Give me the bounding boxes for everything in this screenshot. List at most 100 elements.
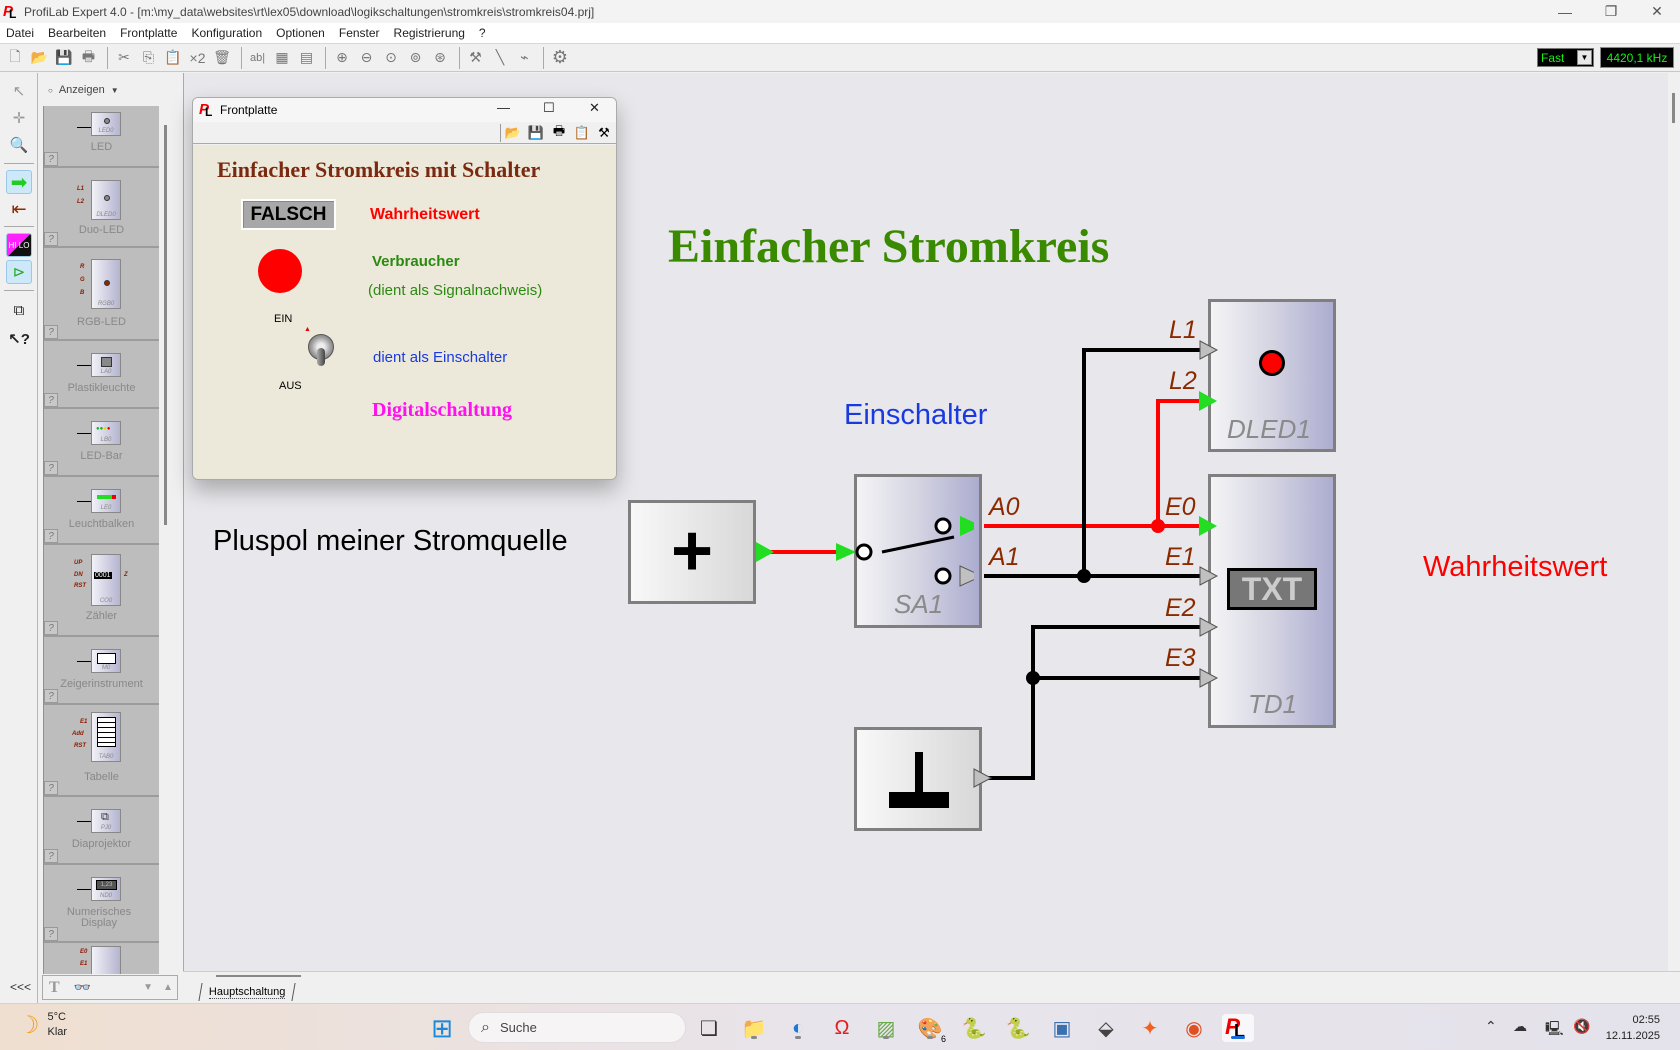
help-pointer-icon[interactable]: ↖?	[8, 331, 30, 348]
tools-icon[interactable]: ⚒	[469, 49, 482, 65]
printer-app-icon[interactable]: ⬙	[1098, 1017, 1114, 1040]
tools-icon[interactable]: ⚒	[598, 125, 610, 140]
close-button[interactable]: ✕	[1651, 3, 1663, 19]
network-tool-icon[interactable]: Ω	[834, 1016, 850, 1039]
connector-icon[interactable]: ⌁	[520, 49, 529, 65]
zoom-in-icon[interactable]: ⊕	[336, 49, 348, 65]
help-button[interactable]: ?	[44, 529, 58, 543]
python-file-2-icon[interactable]: 🐍	[1005, 1017, 1031, 1040]
start-icon[interactable]: ⊞	[431, 1012, 453, 1043]
menu-bearbeiten[interactable]: Bearbeiten	[48, 26, 107, 40]
grid-icon[interactable]: ▦	[275, 49, 289, 65]
library-item-plastikleuchte[interactable]: LA0 Plastikleuchte ?	[44, 341, 159, 409]
zoom-out-icon[interactable]: ⊖	[360, 49, 373, 65]
help-button[interactable]: ?	[44, 461, 58, 475]
menu-registrierung[interactable]: Registrierung	[393, 26, 465, 40]
library-filter[interactable]: ○ Anzeigen ▼	[42, 78, 178, 102]
clipboard-icon[interactable]: 📋	[573, 125, 591, 140]
scroll-thumb[interactable]	[1672, 93, 1675, 123]
arrow-up-icon[interactable]: ▲	[163, 982, 173, 993]
help-button[interactable]: ?	[44, 849, 58, 863]
plus-source-block[interactable]: +	[628, 500, 756, 604]
library-scrollbar[interactable]	[164, 125, 167, 525]
pointer-icon[interactable]: ↖	[12, 83, 26, 100]
library-item-led[interactable]: LED0 LED ?	[44, 106, 159, 168]
list-icon[interactable]: ▤	[299, 49, 314, 65]
probe-icon[interactable]: ╲	[495, 49, 505, 65]
library-item-diaprojektor[interactable]: ⧉PJ0 Diaprojektor ?	[44, 797, 159, 865]
swap-windows-icon[interactable]: ⧉	[13, 301, 25, 319]
close-button[interactable]: ✕	[589, 100, 600, 115]
hi-lo-icon[interactable]: HI LO	[6, 233, 32, 257]
image-app-icon[interactable]: ▨	[876, 1017, 896, 1040]
switch-block-sa1[interactable]: SA1	[854, 474, 982, 628]
schematic-canvas[interactable]: Einfacher Stromkreis Pluspol meiner Stro…	[183, 73, 1668, 971]
input-arrow-icon[interactable]: ➡	[6, 170, 32, 194]
horizontal-scrollbar[interactable]	[183, 971, 1680, 1003]
text-label-icon[interactable]: ab|	[249, 51, 266, 64]
file-explorer-icon[interactable]: 📁	[741, 1017, 767, 1040]
print-icon[interactable]: 🖶	[81, 47, 96, 64]
chevron-down-icon[interactable]: ▼	[1577, 50, 1592, 65]
delete-icon[interactable]: 🗑	[213, 49, 231, 65]
menu-optionen[interactable]: Optionen	[276, 26, 325, 40]
network-icon[interactable]: 🖳	[1545, 1020, 1564, 1036]
crosshair-icon[interactable]: ✛	[12, 110, 26, 127]
maximize-button[interactable]: ☐	[543, 100, 555, 115]
text-tool-icon[interactable]: T	[49, 978, 60, 996]
menu-datei[interactable]: Datei	[6, 26, 35, 40]
scroll-thumb[interactable]	[216, 975, 301, 977]
task-view-icon[interactable]: ❏	[700, 1017, 718, 1040]
sheet-tab-hauptschaltung[interactable]: Hauptschaltung	[198, 983, 297, 1001]
speed-select[interactable]: Fast ▼	[1537, 48, 1594, 67]
zoom-area-icon[interactable]: ⊚	[409, 49, 422, 65]
help-button[interactable]: ?	[44, 152, 58, 166]
clock[interactable]: 02:55 12.11.2025	[1606, 1012, 1660, 1044]
library-item-duo-led[interactable]: L1 L2 DLED0 Duo-LED ?	[44, 168, 159, 248]
cut-icon[interactable]: ✂	[118, 49, 130, 65]
menu-frontplatte[interactable]: Frontplatte	[120, 26, 178, 40]
text-display-block-td1[interactable]: TXT TD1	[1208, 474, 1336, 728]
help-button[interactable]: ?	[44, 325, 58, 339]
chevron-down-icon[interactable]: ▼	[110, 85, 119, 95]
show-hidden-icons[interactable]: ⌃	[1485, 1018, 1497, 1034]
library-item-tabelle[interactable]: E1 Add RST TAB0 Tabelle ?	[44, 705, 159, 797]
save-icon[interactable]: 💾	[527, 125, 545, 140]
open-folder-icon[interactable]: 📂	[504, 125, 522, 140]
python-ide-icon[interactable]: ▣	[1052, 1017, 1072, 1040]
edge-icon[interactable]: ◐	[791, 1016, 805, 1039]
open-folder-icon[interactable]: 📂	[30, 49, 49, 65]
library-item-leuchtbalken[interactable]: LE0 Leuchtbalken ?	[44, 477, 159, 545]
restore-button[interactable]: ❐	[1604, 3, 1618, 19]
minimize-button[interactable]: —	[1558, 3, 1572, 20]
library-item-text-display[interactable]: E0 E1	[44, 943, 159, 974]
onedrive-icon[interactable]: ☁	[1513, 1018, 1527, 1034]
library-item-zeigerinstrument[interactable]: M0 Zeigerinstrument ?	[44, 637, 159, 705]
duo-led-block-dled1[interactable]: DLED1	[1208, 299, 1336, 452]
copy-icon[interactable]: ⎘	[142, 49, 155, 65]
binoculars-icon[interactable]: 👓	[73, 979, 92, 995]
new-file-icon[interactable]: 🗋	[9, 47, 21, 64]
collapse-panel-button[interactable]: <<<	[10, 980, 32, 994]
help-button[interactable]: ?	[44, 689, 58, 703]
firefox-icon[interactable]: ◉	[1185, 1017, 1203, 1040]
print-icon[interactable]: 🖶	[552, 123, 566, 138]
magnifier-icon[interactable]: 🔍	[9, 137, 29, 154]
radio-icon[interactable]: ○	[48, 85, 53, 95]
menu-konfiguration[interactable]: Konfiguration	[191, 26, 263, 40]
duplicate-icon[interactable]: ×2	[189, 49, 206, 66]
help-button[interactable]: ?	[44, 393, 58, 407]
zoom-fit-icon[interactable]: ⊙	[385, 49, 397, 65]
zoom-page-icon[interactable]: ⊛	[434, 49, 446, 65]
help-button[interactable]: ?	[44, 781, 58, 795]
paste-icon[interactable]: 📋	[164, 49, 182, 65]
save-icon[interactable]: 💾	[55, 49, 73, 65]
library-item-led-bar[interactable]: ●●●●LB0 LED-Bar ?	[44, 409, 159, 477]
help-button[interactable]: ?	[44, 927, 58, 941]
